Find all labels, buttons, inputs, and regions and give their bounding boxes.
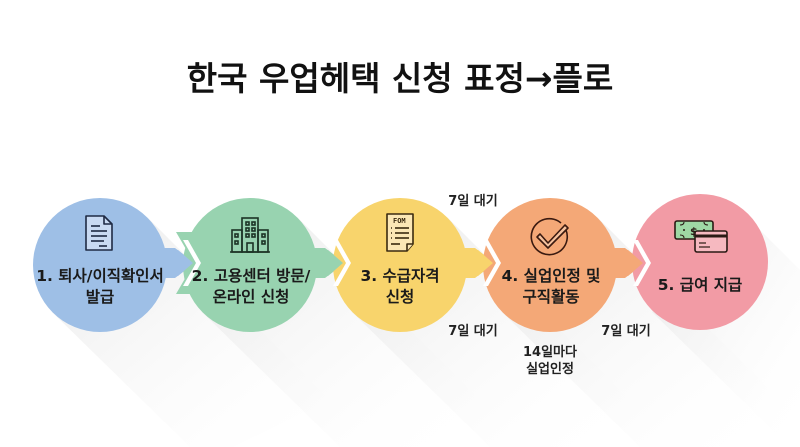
wait-note-top: 7일 대기 (448, 194, 498, 209)
step-4-line2: 구직활동 (522, 288, 580, 306)
step-4-label: 4. 실업인정 및 구직활동 (502, 266, 601, 308)
wait-note-bottom-left: 7일 대기 (448, 324, 498, 339)
svg-text:$: $ (690, 225, 698, 238)
step-3-label: 3. 수급자격 신청 (360, 266, 439, 308)
step-1-line2: 발급 (85, 288, 115, 306)
check-circle-icon (530, 217, 569, 256)
recert-note: 14일마다 실업인정 (523, 344, 577, 378)
step-1-label: 1. 퇴사/이직확인서 발급 (36, 266, 164, 308)
step-4-circle (483, 198, 617, 332)
step-3-circle (333, 198, 467, 332)
step-4-line1: 4. 실업인정 및 (501, 267, 601, 285)
document-icon (85, 215, 113, 251)
step-3-line1: 3. 수급자격 (360, 267, 440, 285)
step-1-circle (33, 198, 167, 332)
step-3-line2: 신청 (385, 288, 415, 306)
step-2-label: 2. 고용센터 방문/ 온라인 신청 (192, 266, 311, 308)
step-5-circle (632, 194, 768, 330)
wait-note-bottom-right: 7일 대기 (601, 324, 651, 339)
step-5-label: 5. 급여 지급 (658, 275, 743, 296)
recert-note-line2: 실업인정 (526, 362, 574, 377)
step-2-line1: 2. 고용센터 방문/ (191, 267, 311, 285)
step-2-line2: 온라인 신청 (212, 288, 290, 306)
step-5-line1: 5. 급여 지급 (657, 276, 743, 294)
step-1-line1: 1. 퇴사/이직확인서 (36, 267, 164, 285)
building-icon (230, 217, 270, 253)
step-2-circle (183, 198, 317, 332)
recert-note-line1: 14일마다 (523, 345, 577, 360)
page-title: 한국 우업헤택 신청 표정→플로 (186, 59, 614, 98)
money-card-icon: $ (674, 220, 728, 253)
form-icon: FOM (386, 213, 414, 252)
svg-text:FOM: FOM (393, 217, 406, 225)
